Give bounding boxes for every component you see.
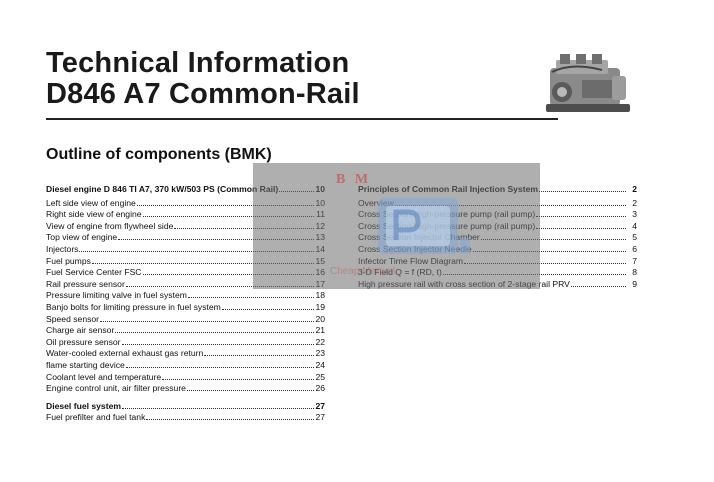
- toc-page-number: 6: [632, 243, 637, 254]
- toc-page-number: 7: [632, 255, 637, 266]
- section-heading: Outline of components (BMK): [46, 146, 272, 163]
- toc-entry[interactable]: Speed sensor 20: [46, 313, 325, 325]
- watermark-text: B M: [336, 172, 372, 187]
- toc-leader-dots: [142, 208, 314, 218]
- toc-leader-dots: [122, 400, 314, 409]
- title-line-2: D846 A7 Common-Rail: [46, 78, 360, 110]
- toc-entry[interactable]: Engine control unit, air filter pressure…: [46, 382, 325, 394]
- toc-entry-label: Fuel prefilter and fuel tank: [46, 412, 146, 423]
- watermark-subtext: Cheap Manual: [330, 266, 396, 277]
- toc-entry-label: Rail pressure sensor: [46, 278, 125, 289]
- toc-entry[interactable]: Charge air sensor 21: [46, 324, 325, 336]
- toc-entry-label: Fuel pumps: [46, 255, 91, 266]
- toc-entry[interactable]: Fuel prefilter and fuel tank 27: [46, 411, 325, 423]
- toc-leader-dots: [539, 183, 626, 192]
- toc-leader-dots: [91, 255, 314, 264]
- toc-leader-dots: [221, 301, 314, 310]
- toc-entry-label: Left side view of engine: [46, 197, 136, 208]
- toc-entry[interactable]: Banjo bolts for limiting pressure in fue…: [46, 301, 325, 313]
- toc-page-number: 27: [315, 412, 325, 423]
- toc-entry[interactable]: Water-cooled external exhaust gas return…: [46, 347, 325, 359]
- toc-page-number: 5: [632, 232, 637, 243]
- toc-leader-dots: [118, 231, 314, 241]
- toc-page-number: 27: [315, 400, 325, 411]
- toc-page-number: 20: [315, 313, 325, 324]
- toc-page-number: 9: [632, 278, 637, 289]
- toc-page-number: 2: [632, 197, 637, 208]
- toc-page-number: 18: [315, 290, 325, 301]
- toc-entry-label: Oil pressure sensor: [46, 336, 121, 347]
- toc-page-number: 22: [315, 336, 325, 347]
- title-line-1: Technical Information: [46, 47, 350, 79]
- toc-page-number: 23: [315, 348, 325, 359]
- toc-page-number: 4: [632, 220, 637, 231]
- toc-page-number: 8: [632, 267, 637, 278]
- toc-leader-dots: [115, 324, 314, 334]
- toc-page-number: 3: [632, 209, 637, 220]
- toc-entry-label: Diesel engine D 846 TI A7, 370 kW/503 PS…: [46, 184, 279, 194]
- toc-section-entry[interactable]: Diesel fuel system 27: [46, 400, 325, 412]
- toc-entry[interactable]: Pressure limiting valve in fuel system 18: [46, 289, 325, 301]
- watermark-logo-icon: [378, 198, 470, 254]
- toc-entry-label: Water-cooled external exhaust gas return: [46, 348, 204, 359]
- toc-leader-dots: [174, 220, 314, 229]
- toc-entry-label: Diesel fuel system: [46, 400, 121, 411]
- toc-entry-label: Banjo bolts for limiting pressure in fue…: [46, 301, 221, 312]
- toc-leader-dots: [186, 382, 314, 392]
- toc-leader-dots: [146, 411, 314, 421]
- toc-entry[interactable]: Oil pressure sensor 22: [46, 336, 325, 348]
- toc-leader-dots: [121, 336, 314, 345]
- toc-entry-label: Speed sensor: [46, 313, 100, 324]
- toc-leader-dots: [162, 371, 314, 380]
- toc-leader-dots: [79, 243, 314, 252]
- toc-entry-label: flame starting device: [46, 359, 125, 370]
- toc-leader-dots: [187, 289, 314, 299]
- toc-leader-dots: [464, 255, 626, 264]
- toc-leader-dots: [136, 197, 314, 206]
- toc-leader-dots: [204, 347, 314, 357]
- toc-entry-label: Right side view of engine: [46, 209, 142, 220]
- toc-page-number: 19: [315, 301, 325, 312]
- toc-page-number: 21: [315, 325, 325, 336]
- toc-page-number: 24: [315, 359, 325, 370]
- toc-leader-dots: [142, 266, 314, 276]
- toc-entry-label: View of engine from flywheel side: [46, 220, 174, 231]
- toc-entry-label: Injectors: [46, 243, 79, 254]
- toc-entry[interactable]: Coolant level and temperature 25: [46, 371, 325, 383]
- toc-entry-label: Top view of engine: [46, 232, 118, 243]
- toc-leader-dots: [536, 220, 626, 229]
- toc-entry-label: Fuel Service Center FSC: [46, 267, 142, 278]
- toc-entry-label: Pressure limiting valve in fuel system: [46, 290, 187, 301]
- document-title: Technical Information D846 A7 Common-Rai…: [46, 48, 360, 110]
- toc-leader-dots: [100, 313, 314, 322]
- toc-page-number: 25: [315, 371, 325, 382]
- toc-page-number: 2: [632, 184, 637, 194]
- engine-photo-icon: [546, 54, 630, 112]
- toc-leader-dots: [125, 278, 314, 287]
- toc-leader-dots: [570, 278, 626, 287]
- toc-entry-label: Charge air sensor: [46, 325, 115, 336]
- title-divider: [46, 118, 558, 120]
- toc-entry-label: Engine control unit, air filter pressure: [46, 383, 186, 394]
- toc-leader-dots: [125, 359, 314, 368]
- toc-leader-dots: [480, 231, 626, 241]
- toc-page-number: 26: [315, 383, 325, 394]
- toc-leader-dots: [536, 208, 626, 218]
- toc-left-column: Diesel engine D 846 TI A7, 370 kW/503 PS…: [46, 183, 325, 423]
- toc-entry[interactable]: flame starting device 24: [46, 359, 325, 371]
- toc-leader-dots: [472, 243, 626, 252]
- toc-entry-label: Coolant level and temperature: [46, 371, 162, 382]
